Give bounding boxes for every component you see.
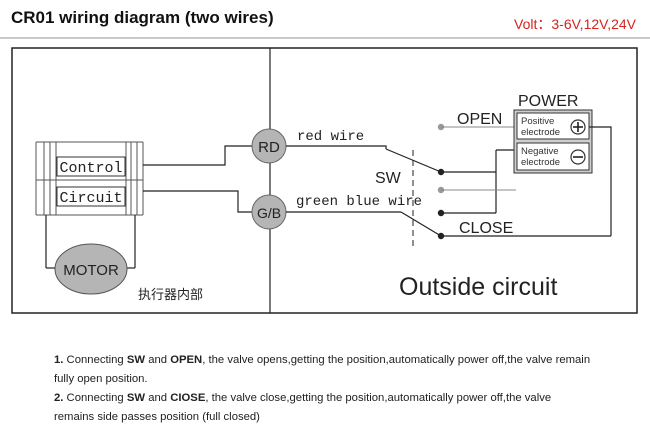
rd-label: RD <box>258 139 280 156</box>
red-wire <box>286 145 387 149</box>
instruction-1-text-a: Connecting <box>63 354 127 366</box>
instruction-1-text-b: , the valve opens,getting the position,a… <box>54 354 591 385</box>
internal-label: 执行器内部 <box>138 287 203 303</box>
instructions: 1. Connecting SW and OPEN, the valve ope… <box>54 351 594 427</box>
plus-icon <box>570 119 586 135</box>
gb-lead <box>143 190 252 213</box>
red-wire-label: red wire <box>297 129 364 145</box>
open-label: OPEN <box>457 111 502 128</box>
control-circuit-block <box>35 141 144 216</box>
instruction-2-close: CIOSE <box>170 392 206 404</box>
gb-label: G/B <box>257 205 281 221</box>
rd-lead <box>143 145 252 166</box>
diagram-frame <box>11 47 638 314</box>
sw-label: SW <box>375 170 402 187</box>
instruction-1-and: and <box>145 354 171 366</box>
sw-blade-lower <box>400 211 442 237</box>
power-label: POWER <box>518 93 578 110</box>
positive-return-line <box>589 126 612 236</box>
positive-label-2: electrode <box>521 127 560 138</box>
diagram-title: CR01 wiring diagram (two wires) <box>11 8 274 27</box>
instruction-2-sw: SW <box>126 392 146 404</box>
close-label: CLOSE <box>459 220 513 237</box>
voltage-label: Volt：3-6V,12V,24V <box>514 16 636 32</box>
minus-icon <box>570 149 586 165</box>
instruction-2-text-a: Connecting <box>63 392 127 404</box>
header-divider <box>0 37 650 39</box>
motor-label: MOTOR <box>63 262 119 279</box>
positive-label-1: Positive <box>521 116 554 127</box>
circuit-label: Circuit <box>59 190 122 207</box>
green-blue-wire-label: green blue wire <box>296 194 422 210</box>
instruction-1-open: OPEN <box>170 354 203 366</box>
negative-label-1: Negative <box>521 146 559 157</box>
instruction-1: 1. Connecting SW and OPEN, the valve ope… <box>54 351 594 389</box>
instruction-1-number: 1. <box>54 354 64 366</box>
outside-circuit-label: Outside circuit <box>399 273 557 301</box>
wiring-diagram: Control Circuit MOTOR 执行器内部 RD G/B red w… <box>11 47 638 314</box>
control-label: Control <box>59 160 122 177</box>
negative-label-2: electrode <box>521 157 560 168</box>
motor-ellipse <box>54 243 128 295</box>
instruction-2-and: and <box>145 392 171 404</box>
instruction-2-number: 2. <box>54 392 64 404</box>
instruction-2: 2. Connecting SW and CIOSE, the valve cl… <box>54 389 594 427</box>
instruction-1-sw: SW <box>126 354 146 366</box>
instruction-2-text-b: , the valve close,getting the position,a… <box>54 392 552 423</box>
